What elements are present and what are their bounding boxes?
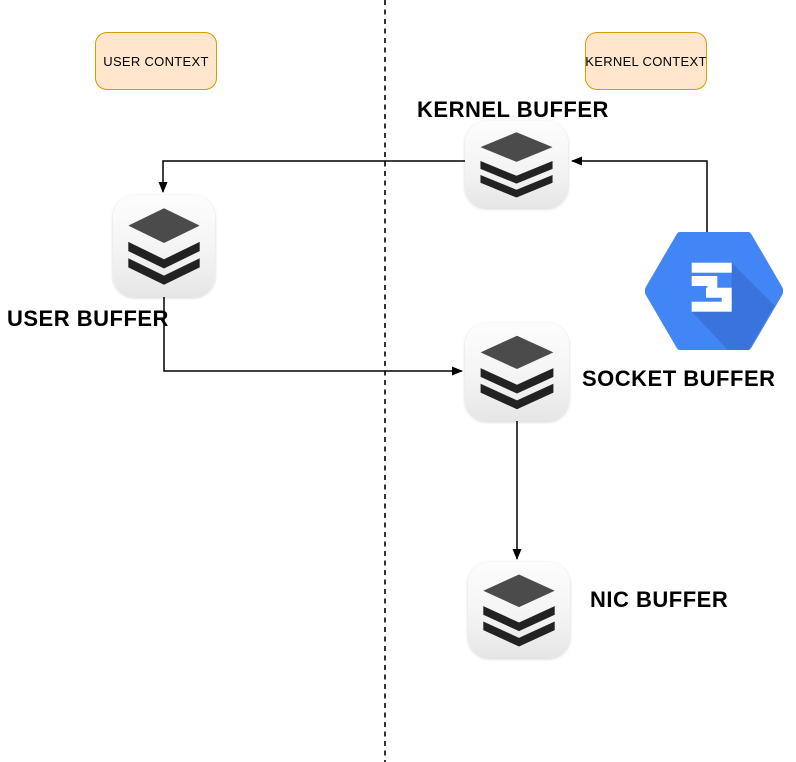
kernel-context-box[interactable]: KERNEL CONTEXT xyxy=(585,32,707,90)
layers-icon xyxy=(128,208,200,285)
layers-icon xyxy=(480,132,553,198)
kernel-buffer-label: KERNEL BUFFER xyxy=(417,97,609,122)
kernel-buffer-node[interactable] xyxy=(465,121,568,208)
socket-buffer-label: SOCKET BUFFER xyxy=(582,366,776,391)
kernel-context-label: KERNEL CONTEXT xyxy=(585,53,707,69)
nic-buffer-label: NIC BUFFER xyxy=(590,587,729,612)
cloud-service-node[interactable] xyxy=(645,232,783,350)
user-context-label: USER CONTEXT xyxy=(103,53,209,69)
user-buffer-node[interactable] xyxy=(113,195,215,297)
edge-kernel-to-user xyxy=(158,160,465,193)
user-buffer-label: USER BUFFER xyxy=(7,306,169,331)
socket-buffer-node[interactable] xyxy=(465,323,569,421)
nic-buffer-node[interactable] xyxy=(468,562,570,658)
edge-user-to-socket xyxy=(163,297,463,376)
layers-icon xyxy=(480,335,554,410)
edge-cloud-to-kernel xyxy=(571,156,708,232)
user-context-box[interactable]: USER CONTEXT xyxy=(95,32,217,90)
layers-icon xyxy=(483,574,555,647)
hexagon-s-icon xyxy=(645,232,783,350)
